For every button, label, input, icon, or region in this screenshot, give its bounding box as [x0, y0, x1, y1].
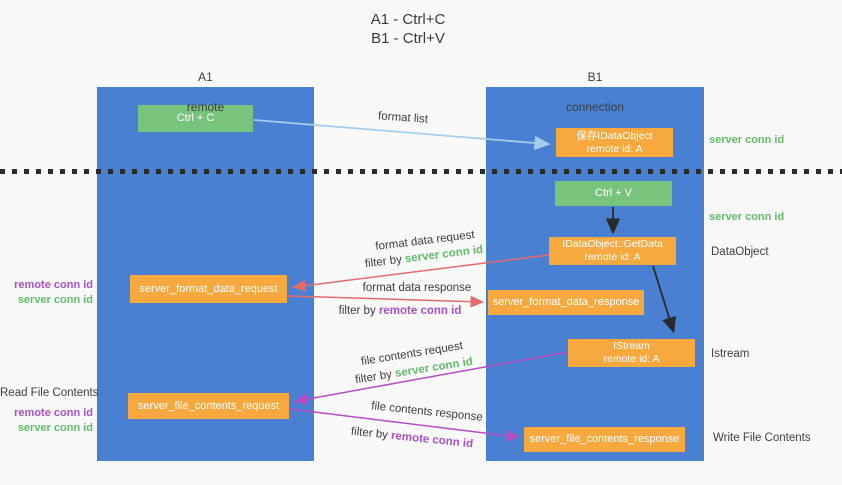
node-save-idataobject-title: 保存IDataObject [576, 129, 653, 142]
node-istream-remote-id: remote id: A [603, 353, 660, 365]
node-format-request-label: server_format_data_request [139, 282, 278, 295]
title-line-b1: B1 - Ctrl+V [371, 30, 445, 47]
lane-a1-subtitle: remote [186, 100, 225, 114]
label-file-contents-response-filter: filter by remote conn id [327, 422, 498, 454]
label-server-conn-id: server conn id [17, 294, 93, 306]
label-server-conn-id-top: server conn id [709, 134, 785, 146]
node-ctrl-c: Ctrl + C [138, 105, 253, 132]
label-format-data-response-filter: filter by remote conn id [315, 304, 485, 318]
node-file-response-label: server_file_contents_response [529, 433, 680, 445]
label-remote-conn-id: remote conn id [14, 407, 93, 419]
label-write-file-contents: Write File Contents [713, 432, 811, 444]
node-server-format-data-response: server_format_data_response [488, 290, 644, 315]
dotted-divider-line [0, 169, 842, 174]
node-save-idataobject-remote-id: remote id: A [586, 142, 643, 155]
node-server-format-data-request: server_format_data_request [130, 275, 287, 303]
label-server-conn-id-mid: server conn id [709, 211, 785, 223]
label-file-contents-response: file contents response [370, 400, 484, 424]
filter-by-text: filter by [364, 253, 403, 271]
left-labels-file: Read File Contents remote conn id server… [0, 386, 99, 436]
node-getdata-remote-id: remote id: A [584, 251, 641, 263]
lane-a1-name: A1 [198, 70, 213, 84]
filter-by-text: filter by [350, 425, 389, 442]
arrow-format-data-response [287, 295, 484, 308]
node-istream-title: IStream [613, 340, 650, 352]
diagram-title: A1 - Ctrl+C B1 - Ctrl+V [288, 10, 528, 48]
lane-header-a1: A1 remote [97, 55, 314, 130]
node-format-response-label: server_format_data_response [492, 296, 640, 308]
node-idataobject-getdata: IDataObject::GetData remote id: A [549, 237, 676, 265]
left-labels-format: remote conn id server conn id [0, 278, 93, 308]
node-file-request-label: server_file_contents_request [137, 399, 280, 412]
label-format-data-response: format data response [362, 282, 472, 294]
lane-header-b1: B1 connection [486, 55, 704, 130]
node-getdata-title: IDataObject::GetData [562, 238, 663, 250]
node-ctrl-c-label: Ctrl + C [176, 112, 215, 124]
lane-b1-subtitle: connection [565, 100, 625, 114]
label-read-file-contents: Read File Contents [0, 387, 99, 399]
filter-by-text: filter by [338, 305, 376, 317]
label-dataobject: DataObject [711, 246, 769, 258]
label-remote-conn-id: remote conn id [14, 279, 93, 291]
filter-by-text: filter by [354, 368, 393, 387]
title-line-a1: A1 - Ctrl+C [370, 11, 446, 28]
remote-conn-id-key: remote conn id [378, 305, 462, 317]
label-format-list: format list [377, 110, 429, 126]
node-ctrl-v-label: Ctrl + V [595, 187, 632, 199]
label-istream: Istream [711, 348, 750, 360]
node-istream: IStream remote id: A [568, 339, 695, 367]
label-server-conn-id: server conn id [17, 422, 93, 434]
lane-b1-name: B1 [587, 70, 603, 84]
node-save-idataobject: 保存IDataObject remote id: A [556, 128, 673, 157]
remote-conn-id-key: remote conn id [390, 429, 474, 451]
node-server-file-contents-response: server_file_contents_response [524, 427, 685, 452]
node-ctrl-v: Ctrl + V [555, 181, 672, 206]
node-server-file-contents-request: server_file_contents_request [128, 393, 289, 419]
